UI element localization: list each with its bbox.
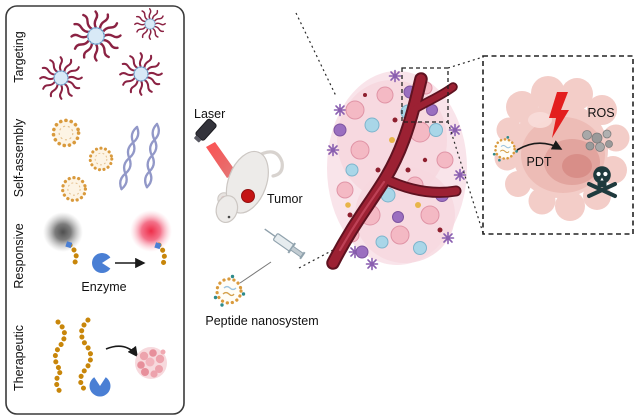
zoom-line-top-right: [447, 56, 484, 69]
zoom-line-bottom-right: [447, 121, 484, 234]
zoom-line-top-left: [295, 12, 337, 97]
mouse-icon: [215, 150, 284, 223]
laser-icon: [194, 118, 217, 143]
peptide-chain-icon: [78, 317, 94, 393]
peptide-nanosystem-icon: [212, 273, 247, 309]
tumor-spot: [241, 189, 255, 203]
label-targeting: Targeting: [12, 31, 26, 82]
ros-particles-icon: [582, 129, 613, 152]
ros-label: ROS: [587, 106, 614, 120]
mouse-tail: [252, 150, 284, 178]
nanosystem-label: Peptide nanosystem: [205, 314, 318, 328]
nanoparticle-cluster-icon: [135, 347, 167, 379]
vesicle-icon: [51, 118, 81, 148]
injection-line: [239, 261, 272, 284]
tumor-tissue: [326, 67, 467, 271]
pdt-arrow: [516, 140, 563, 151]
linker-icon: [65, 241, 73, 249]
enzyme-label: Enzyme: [81, 280, 126, 294]
tumor-label: Tumor: [267, 192, 303, 206]
therapeutic-icons: [52, 317, 167, 397]
immune-cell-icon: [453, 168, 467, 182]
modules-panel: [5, 5, 185, 415]
lightning-icon: [549, 92, 569, 138]
vesicle-icon: [60, 175, 88, 203]
label-self-assembly: Self-assembly: [12, 118, 26, 197]
immune-cell-icon: [326, 143, 340, 157]
peptide-chain-icon: [52, 319, 67, 396]
cancer-cell: [494, 76, 630, 221]
responsive-icons: Enzyme: [43, 210, 172, 294]
label-responsive: Responsive: [12, 223, 26, 288]
label-therapeutic: Therapeutic: [12, 325, 26, 391]
immune-cell-icon: [333, 103, 347, 117]
vesicle-icon: [88, 146, 114, 172]
assembly-arrow: [105, 345, 138, 358]
laser-beam: [206, 142, 237, 178]
pdt-label: PDT: [527, 155, 552, 169]
activated-probe-icon: [130, 210, 172, 252]
roi-dashed-box: [401, 67, 449, 123]
syringe-icon: [264, 228, 306, 260]
immune-cell-icon: [388, 69, 402, 83]
immune-cell-icon: [365, 257, 379, 271]
quenched-probe-icon: [43, 212, 83, 252]
probe-linker-chain: [67, 242, 79, 267]
blood-vessel: [326, 72, 462, 270]
linker-icon: [154, 242, 162, 250]
immune-cell-icon: [441, 231, 455, 245]
laser-label: Laser: [194, 107, 225, 121]
